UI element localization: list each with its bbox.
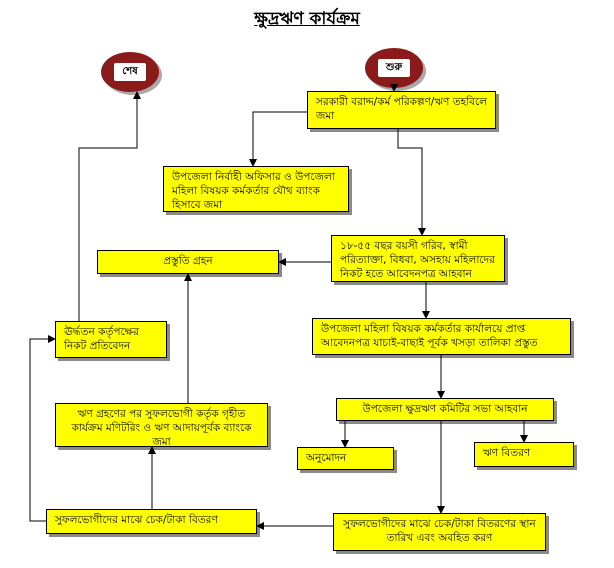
- start-label: শুরু: [378, 59, 410, 77]
- arrow-cheque-to-report: [29, 335, 56, 522]
- box-allocation: সরকারী বরাদ্দ/কর্ম পরিকল্পণ/ঋণ তহবিলে জম…: [307, 91, 496, 129]
- arrow-allocation-to-joint: [249, 111, 307, 167]
- arrow-allocation-to-application: [397, 129, 426, 236]
- start-node: শুরু: [365, 48, 423, 88]
- box-report: ঊর্দ্ধতন কর্তৃপক্ষের নিকট প্রতিবেদন: [55, 321, 167, 358]
- end-node: শেষ: [101, 52, 159, 92]
- box-application: ১৮-৫৫ বছর বয়সী গরিব, স্বামী পরিত্যাক্তা…: [331, 235, 505, 282]
- arrow-report-to-end: [78, 91, 141, 321]
- box-committee-meeting: উপজেলা ক্ষুদ্রঋণ কমিটির সভা আহবান: [336, 398, 554, 421]
- box-draft-list: উপজেলা মহিলা বিষয়ক কর্মকর্তার কার্যালয়…: [312, 318, 571, 355]
- box-cheque-distribution: সুফলভোগীদের মাঝে চেক/টাকা বিতরণ: [46, 509, 257, 534]
- box-loan-distribution: ঋণ বিতরণ: [474, 442, 574, 467]
- page-title: ক্ষুদ্রঋণ কার্যক্রম: [254, 9, 360, 29]
- box-monitoring: ঋণ গ্রহণের পর সুফলভোগী কর্তৃক গৃহীত কার্…: [55, 403, 268, 447]
- box-joint-account: উপজেলা নির্বাহী অফিসার ও উপজেলা মহিলা বি…: [163, 166, 349, 212]
- box-preparation: প্রস্তুতি গ্রহন: [97, 250, 279, 274]
- end-label: শেষ: [114, 63, 146, 81]
